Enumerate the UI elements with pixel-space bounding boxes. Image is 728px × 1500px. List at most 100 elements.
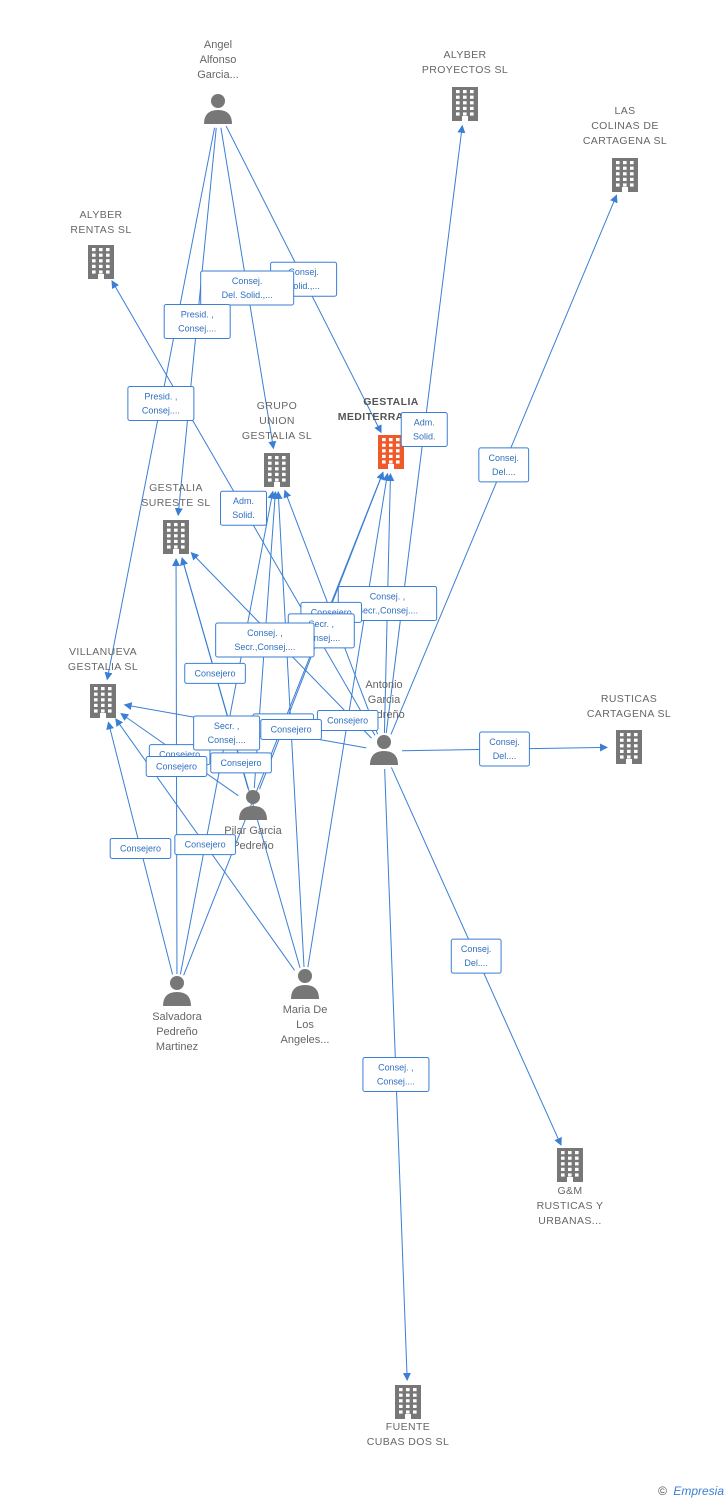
building-icon <box>452 87 478 121</box>
edge-label-text: Consejero <box>185 840 226 850</box>
node-label: GESTALIA <box>363 396 419 408</box>
edge-label[interactable]: Consejero <box>260 718 322 740</box>
building-icon <box>88 245 114 279</box>
edge-label-text: Del.... <box>492 467 516 477</box>
person-icon <box>163 976 191 1006</box>
company-node-villanueva[interactable]: VILLANUEVA GESTALIA SL <box>68 646 138 718</box>
node-label: SURESTE SL <box>141 497 210 509</box>
node-label: Pilar Garcia <box>224 825 282 837</box>
edge-label-text: Adm. <box>233 496 254 506</box>
node-label: GRUPO <box>257 400 298 412</box>
edge-label-text: Consejero <box>195 668 236 678</box>
edge-label-text: Consej. <box>461 944 492 954</box>
edge-label-text: Solid. <box>232 510 255 520</box>
edge-label[interactable]: Consej. , Secr.,Consej.... <box>215 622 315 658</box>
edge-label-text: Presid. , <box>144 392 177 402</box>
building-icon <box>395 1385 421 1419</box>
node-label: Maria De <box>283 1004 328 1016</box>
edge-label-text: Consej. , <box>370 591 406 601</box>
node-label: Garcia... <box>197 69 239 81</box>
edge-label-text: Del.... <box>464 958 488 968</box>
person-icon <box>291 969 319 999</box>
person-node-angel[interactable]: AngelAlfonsoGarcia... <box>197 39 239 124</box>
edge-label[interactable]: Consej. Del.... <box>479 731 530 767</box>
edge-label[interactable]: Consej. Del.... <box>478 447 530 483</box>
brand-logo: Empresia <box>673 1484 724 1498</box>
node-label: GESTALIA SL <box>68 661 138 673</box>
edge-label-text: Adm. <box>414 417 435 427</box>
edge-label-text: Consej.... <box>377 1077 415 1087</box>
company-node-alyber_proy[interactable]: ALYBER PROYECTOS SL <box>422 49 508 121</box>
edge-label-text: Consej.... <box>178 324 216 334</box>
building-icon <box>163 520 189 554</box>
node-label: Salvadora <box>152 1011 202 1023</box>
node-label: Martinez <box>156 1041 198 1053</box>
edge-label-text: Secr.,Consej.... <box>234 642 295 652</box>
edge-label[interactable]: Consejero <box>184 662 246 684</box>
edge-label-text: Del. Solid.,... <box>222 290 273 300</box>
edge-label-text: Consej.... <box>302 633 340 643</box>
edge-label[interactable]: Consej. , Consej.... <box>362 1057 430 1093</box>
edge-label-text: Consej.... <box>142 406 180 416</box>
edge-label[interactable]: Adm. Solid. <box>220 490 268 526</box>
node-label: FUENTE <box>386 1421 430 1433</box>
edge-label[interactable]: Consejero <box>109 837 172 859</box>
edge-label-text: Consejero <box>327 715 368 725</box>
building-icon <box>90 684 116 718</box>
edge-label-text: Secr.,Consej.... <box>357 605 418 615</box>
node-label: GESTALIA SL <box>242 430 312 442</box>
node-label: G&M <box>557 1185 582 1197</box>
edge-label-text: Secr. , <box>309 619 335 629</box>
edge-label[interactable]: Presid. , Consej.... <box>127 386 195 422</box>
edge-label[interactable]: Consej. Del.... <box>450 938 502 974</box>
edge-label[interactable]: Secr. ,Consej.... <box>193 715 261 751</box>
node-label: URBANAS... <box>538 1215 602 1227</box>
edge-label[interactable]: Consejero <box>174 834 236 856</box>
edge-label[interactable]: Consej.Del. Solid.,... <box>200 270 295 306</box>
edge-label[interactable]: Consejero <box>316 709 379 731</box>
edge-label-text: Consej. <box>488 453 519 463</box>
node-label: PROYECTOS SL <box>422 64 508 76</box>
company-node-gm[interactable]: G&M RUSTICAS Y URBANAS... <box>537 1148 604 1227</box>
footer-brand[interactable]: © Empresia <box>658 1484 724 1498</box>
node-label: Los <box>296 1019 314 1031</box>
edge-label-text: Del.... <box>493 751 517 761</box>
edge-label-text: Consej.... <box>208 735 246 745</box>
node-label: Antonio <box>365 679 402 691</box>
edge-label[interactable]: Presid. ,Consej.... <box>163 304 231 340</box>
person-node-maria[interactable]: Maria De LosAngeles... <box>281 969 330 1046</box>
node-label: Angel <box>204 39 232 51</box>
node-label: ALYBER <box>443 49 486 61</box>
node-label: Pedreño <box>232 840 274 852</box>
copyright-symbol: © <box>658 1484 667 1498</box>
edge-label-text: Consej. , <box>378 1063 414 1073</box>
building-icon <box>612 158 638 192</box>
node-label: COLINAS DE <box>591 120 659 132</box>
edge-label-text: Solid. <box>413 431 436 441</box>
edge-label[interactable]: Consejero <box>145 756 208 777</box>
node-label: RUSTICAS Y <box>537 1200 604 1212</box>
node-label: Angeles... <box>281 1034 330 1046</box>
node-label: Pedreño <box>156 1026 198 1038</box>
building-icon <box>557 1148 583 1182</box>
node-label: Garcia <box>368 694 401 706</box>
node-label: ALYBER <box>79 209 122 221</box>
edge-labels-layer: Consej.Solid.,...Consej.Del. Solid.,...P… <box>109 261 530 1093</box>
edge-label[interactable]: Consejero <box>210 752 272 774</box>
node-label: VILLANUEVA <box>69 646 137 658</box>
edge-label-text: Consej. , <box>247 628 283 638</box>
edge-label-text: Consejero <box>159 750 200 760</box>
building-icon <box>378 435 404 469</box>
edge-label[interactable]: Adm. Solid. <box>400 411 448 447</box>
edge-label-text: Consej. <box>489 737 520 747</box>
